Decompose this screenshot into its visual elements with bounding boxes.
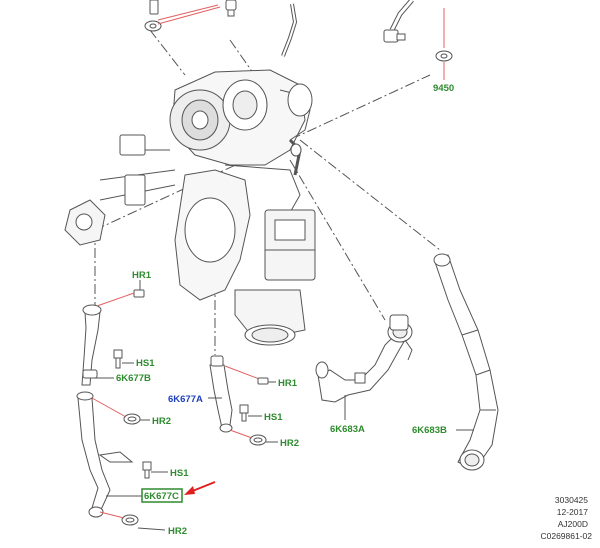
label-hr2-bottom: HR2 <box>168 526 187 537</box>
label-hr1-mid: HR1 <box>278 378 298 389</box>
top-leader-lines <box>157 4 445 80</box>
bolt-hs1-bottom <box>142 461 152 479</box>
bolt-hs1-left <box>113 349 123 369</box>
ref-line-3: AJ200D <box>558 519 588 529</box>
label-part-6k677a: 6K677A <box>168 394 203 405</box>
ref-line-4: C0269861-02 <box>540 531 592 541</box>
label-hs1-mid: HS1 <box>264 412 283 423</box>
label-part-9450: 9450 <box>433 83 454 94</box>
turbocharger-assembly <box>64 69 316 346</box>
coolant-pipe-6k677c <box>76 391 134 518</box>
red-arrow-indicator <box>184 481 216 495</box>
intake-pipe-6k683a <box>315 314 413 403</box>
label-part-6k677c: 6K677C <box>144 491 179 502</box>
ref-line-2: 12-2017 <box>557 507 588 517</box>
label-part-6k677b: 6K677B <box>116 373 151 384</box>
coolant-pipe-6k677b <box>81 304 102 386</box>
ref-line-1: 3030425 <box>555 495 588 505</box>
label-hr1-left: HR1 <box>132 270 152 281</box>
highlight-box <box>141 488 183 503</box>
oring-hr2-mid <box>249 434 267 446</box>
label-part-6k683b: 6K683B <box>412 425 447 436</box>
label-hr2-mid: HR2 <box>280 438 299 449</box>
clip-hr1-mid <box>257 377 269 385</box>
label-hr2-left: HR2 <box>152 416 171 427</box>
intake-pipe-6k683b <box>433 253 499 471</box>
coolant-pipe-6k677a <box>209 355 233 433</box>
label-part-6k683a: 6K683A <box>330 424 365 435</box>
label-hs1-bottom: HS1 <box>170 468 189 479</box>
oring-hr2-left <box>123 413 141 425</box>
label-hs1-left: HS1 <box>136 358 155 369</box>
reference-code-block: 3030425 12-2017 AJ200D C0269861-02 <box>540 495 592 541</box>
bolt-hs1-mid <box>239 404 249 422</box>
clip-hr1-left <box>133 289 145 298</box>
top-fittings <box>144 0 453 62</box>
oring-hr2-bottom <box>121 514 139 526</box>
